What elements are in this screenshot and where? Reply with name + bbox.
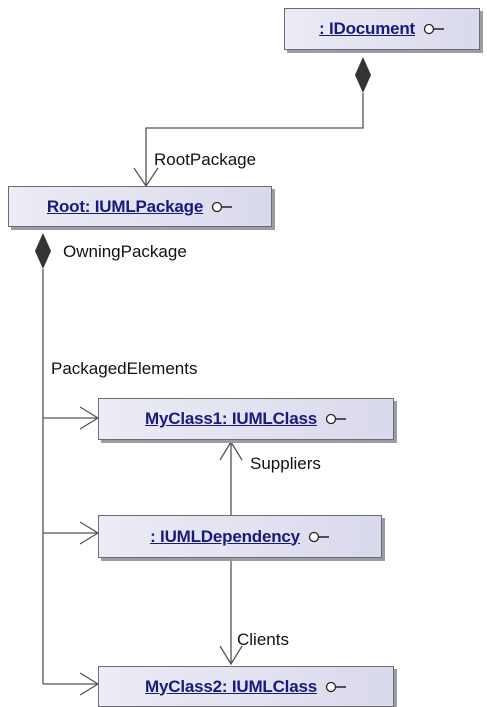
interface-lollipop-icon <box>325 413 347 425</box>
node-root-package[interactable]: Root: IUMLPackage <box>8 186 272 227</box>
interface-lollipop-icon <box>325 681 347 693</box>
role-label-owning-package: OwningPackage <box>63 242 187 261</box>
composition-diamond-root <box>35 233 51 269</box>
interface-lollipop-icon <box>423 23 445 35</box>
node-title: MyClass2: IUMLClass <box>145 676 317 696</box>
interface-lollipop-icon <box>308 531 330 543</box>
node-title: : IDocument <box>318 19 416 38</box>
arrowhead-suppliers <box>219 440 243 461</box>
role-label-packaged-elements: PackagedElements <box>51 359 198 378</box>
composition-diamond-document <box>355 57 371 93</box>
role-label-root-package: RootPackage <box>154 150 257 169</box>
node-title: MyClass1: IUMLClass <box>145 409 317 428</box>
node-iumldependency[interactable]: : IUMLDependency <box>98 515 382 558</box>
role-label-clients: Clients <box>237 630 289 649</box>
arrowhead-clients <box>219 645 243 666</box>
node-title: Root: IUMLPackage <box>46 196 204 216</box>
connector-document-root <box>145 93 364 186</box>
node-title: : IUMLDependency <box>150 526 300 546</box>
role-label-suppliers: Suppliers <box>250 454 321 473</box>
node-myclass1[interactable]: MyClass1: IUMLClass <box>98 398 394 440</box>
interface-lollipop-icon <box>211 201 233 213</box>
node-idocument[interactable]: : IDocument <box>284 8 480 50</box>
node-myclass2[interactable]: MyClass2: IUMLClass <box>98 666 394 707</box>
